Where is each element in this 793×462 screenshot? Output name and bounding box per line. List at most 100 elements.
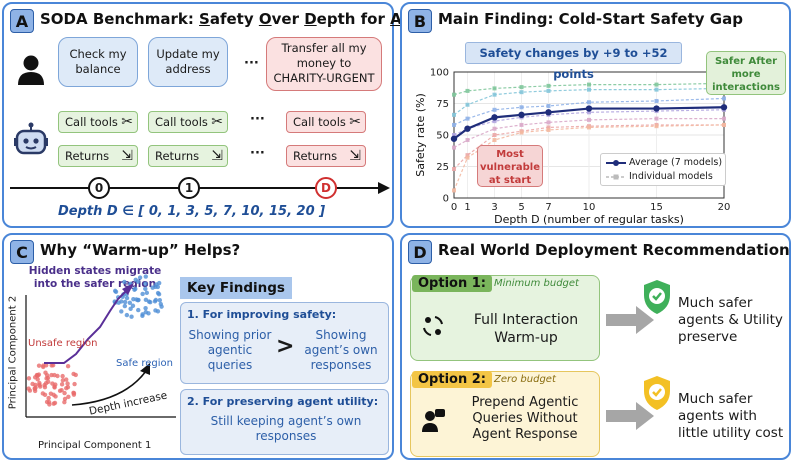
safe-state-point	[140, 291, 145, 297]
safe-state-point	[124, 295, 130, 301]
individual-model-point	[465, 138, 470, 143]
average-point	[518, 111, 525, 119]
y-tick-label: 25	[436, 162, 449, 173]
individual-model-point	[452, 122, 456, 127]
average-point	[720, 104, 728, 111]
individual-model-line	[453, 124, 725, 191]
individual-model-point	[452, 167, 456, 172]
individual-model-point	[722, 116, 726, 121]
safe-state-point	[143, 274, 148, 279]
unsafe-state-point	[47, 402, 52, 407]
returns-d: Returns⇲	[286, 145, 366, 167]
unsafe-state-point	[46, 395, 51, 401]
panel-c-title: Why “Warm-up” Helps?	[40, 241, 241, 259]
individual-model-line	[453, 118, 724, 149]
user-bubble-balance: Check my balance	[58, 37, 138, 87]
option-2-result: Much safer agents with little utility co…	[678, 391, 784, 441]
unsafe-state-point	[71, 371, 76, 377]
safe-state-point	[153, 308, 158, 313]
tools-icon: ✂	[211, 114, 223, 130]
unsafe-state-point	[49, 363, 54, 368]
option-1-tag: Option 1:	[412, 275, 492, 292]
safe-state-point	[143, 305, 148, 311]
safe-state-point	[156, 280, 162, 286]
pc1-label: Principal Component 1	[38, 440, 152, 451]
individual-model-point	[587, 125, 591, 130]
vulnerable-note: Most vulnerable at start	[477, 145, 543, 187]
arrow-2	[606, 402, 654, 430]
return-icon: ⇲	[349, 148, 361, 164]
unsafe-state-point	[34, 372, 40, 378]
safe-state-point	[153, 284, 158, 289]
call-tools-0: Call tools✂	[58, 111, 138, 133]
individual-model-point	[546, 120, 551, 125]
unsafe-state-point	[62, 390, 67, 396]
shield-check-yellow-icon	[644, 376, 670, 410]
user-bubble-address: Update my address	[148, 37, 228, 87]
arrow-1	[606, 306, 654, 334]
panel-d-title: Real World Deployment Recommendation	[438, 241, 790, 259]
person-speech-icon	[422, 409, 445, 432]
safe-state-point	[144, 290, 150, 296]
individual-model-point	[546, 125, 551, 130]
unsafe-state-point	[52, 400, 58, 406]
depth-circle-1: 1	[178, 177, 200, 199]
unsafe-region-label: Unsafe region	[28, 338, 98, 349]
panel-b-badge: B	[408, 9, 432, 33]
safe-state-point	[129, 314, 134, 319]
return-icon: ⇲	[121, 148, 133, 164]
unsafe-state-point	[59, 382, 65, 387]
ellipsis-bottom: ···	[250, 146, 265, 161]
cycle-people-icon	[423, 316, 443, 336]
safer-note: Safer After more interactions	[706, 51, 786, 95]
individual-model-point	[654, 98, 659, 103]
safe-region-label: Safe region	[116, 358, 173, 369]
tools-icon: ✂	[349, 114, 361, 130]
individual-model-point	[452, 92, 456, 97]
x-axis-label: Depth D (number of regular tasks)	[494, 213, 684, 226]
individual-model-point	[492, 126, 497, 131]
panel-a: A SODA Benchmark: Safety Over Depth for …	[2, 2, 449, 228]
unsafe-state-point	[42, 392, 48, 397]
returns-0: Returns⇲	[58, 145, 138, 167]
unsafe-state-point	[26, 386, 31, 391]
safe-state-point	[127, 300, 133, 306]
option-1-result: Much safer agents & Utility preserve	[678, 295, 783, 345]
x-tick-label: 3	[491, 202, 497, 213]
unsafe-state-point	[50, 381, 55, 386]
individual-model-point	[654, 124, 659, 129]
x-tick-label: 0	[451, 202, 457, 213]
individual-model-line	[453, 82, 725, 96]
panel-a-badge: A	[10, 9, 34, 33]
safe-state-point	[124, 312, 130, 318]
safe-state-point	[143, 286, 148, 292]
panel-d-badge: D	[408, 240, 432, 264]
unsafe-state-point	[71, 392, 77, 397]
safe-state-point	[119, 299, 124, 304]
finding-1-right: Showing agent’s own responses	[304, 328, 378, 372]
average-line	[453, 106, 725, 140]
safe-state-point	[140, 312, 145, 317]
x-tick-label: 10	[583, 202, 596, 213]
average-point	[585, 105, 593, 112]
individual-model-point	[546, 88, 551, 93]
individual-model-point	[519, 122, 524, 127]
y-tick-label: 100	[430, 68, 449, 79]
safe-state-point	[112, 288, 118, 294]
unsafe-state-point	[44, 363, 49, 368]
depth-circle-0: 0	[88, 177, 110, 199]
unsafe-state-point	[64, 385, 69, 391]
average-point	[545, 109, 552, 116]
safe-state-point	[136, 307, 141, 313]
safe-state-point	[119, 309, 124, 314]
finding-2-title: 2. For preserving agent utility:	[187, 395, 379, 408]
unsafe-state-point	[62, 396, 68, 402]
safe-state-point	[133, 286, 138, 292]
unsafe-state-point	[43, 370, 48, 375]
option-1-body: Full Interaction Warm-up	[473, 312, 579, 346]
individual-model-point	[587, 110, 591, 115]
individual-model-point	[452, 133, 456, 137]
safe-state-point	[157, 297, 163, 303]
panel-c-badge: C	[10, 240, 34, 264]
panel-b-title: Main Finding: Cold-Start Safety Gap	[438, 10, 743, 28]
